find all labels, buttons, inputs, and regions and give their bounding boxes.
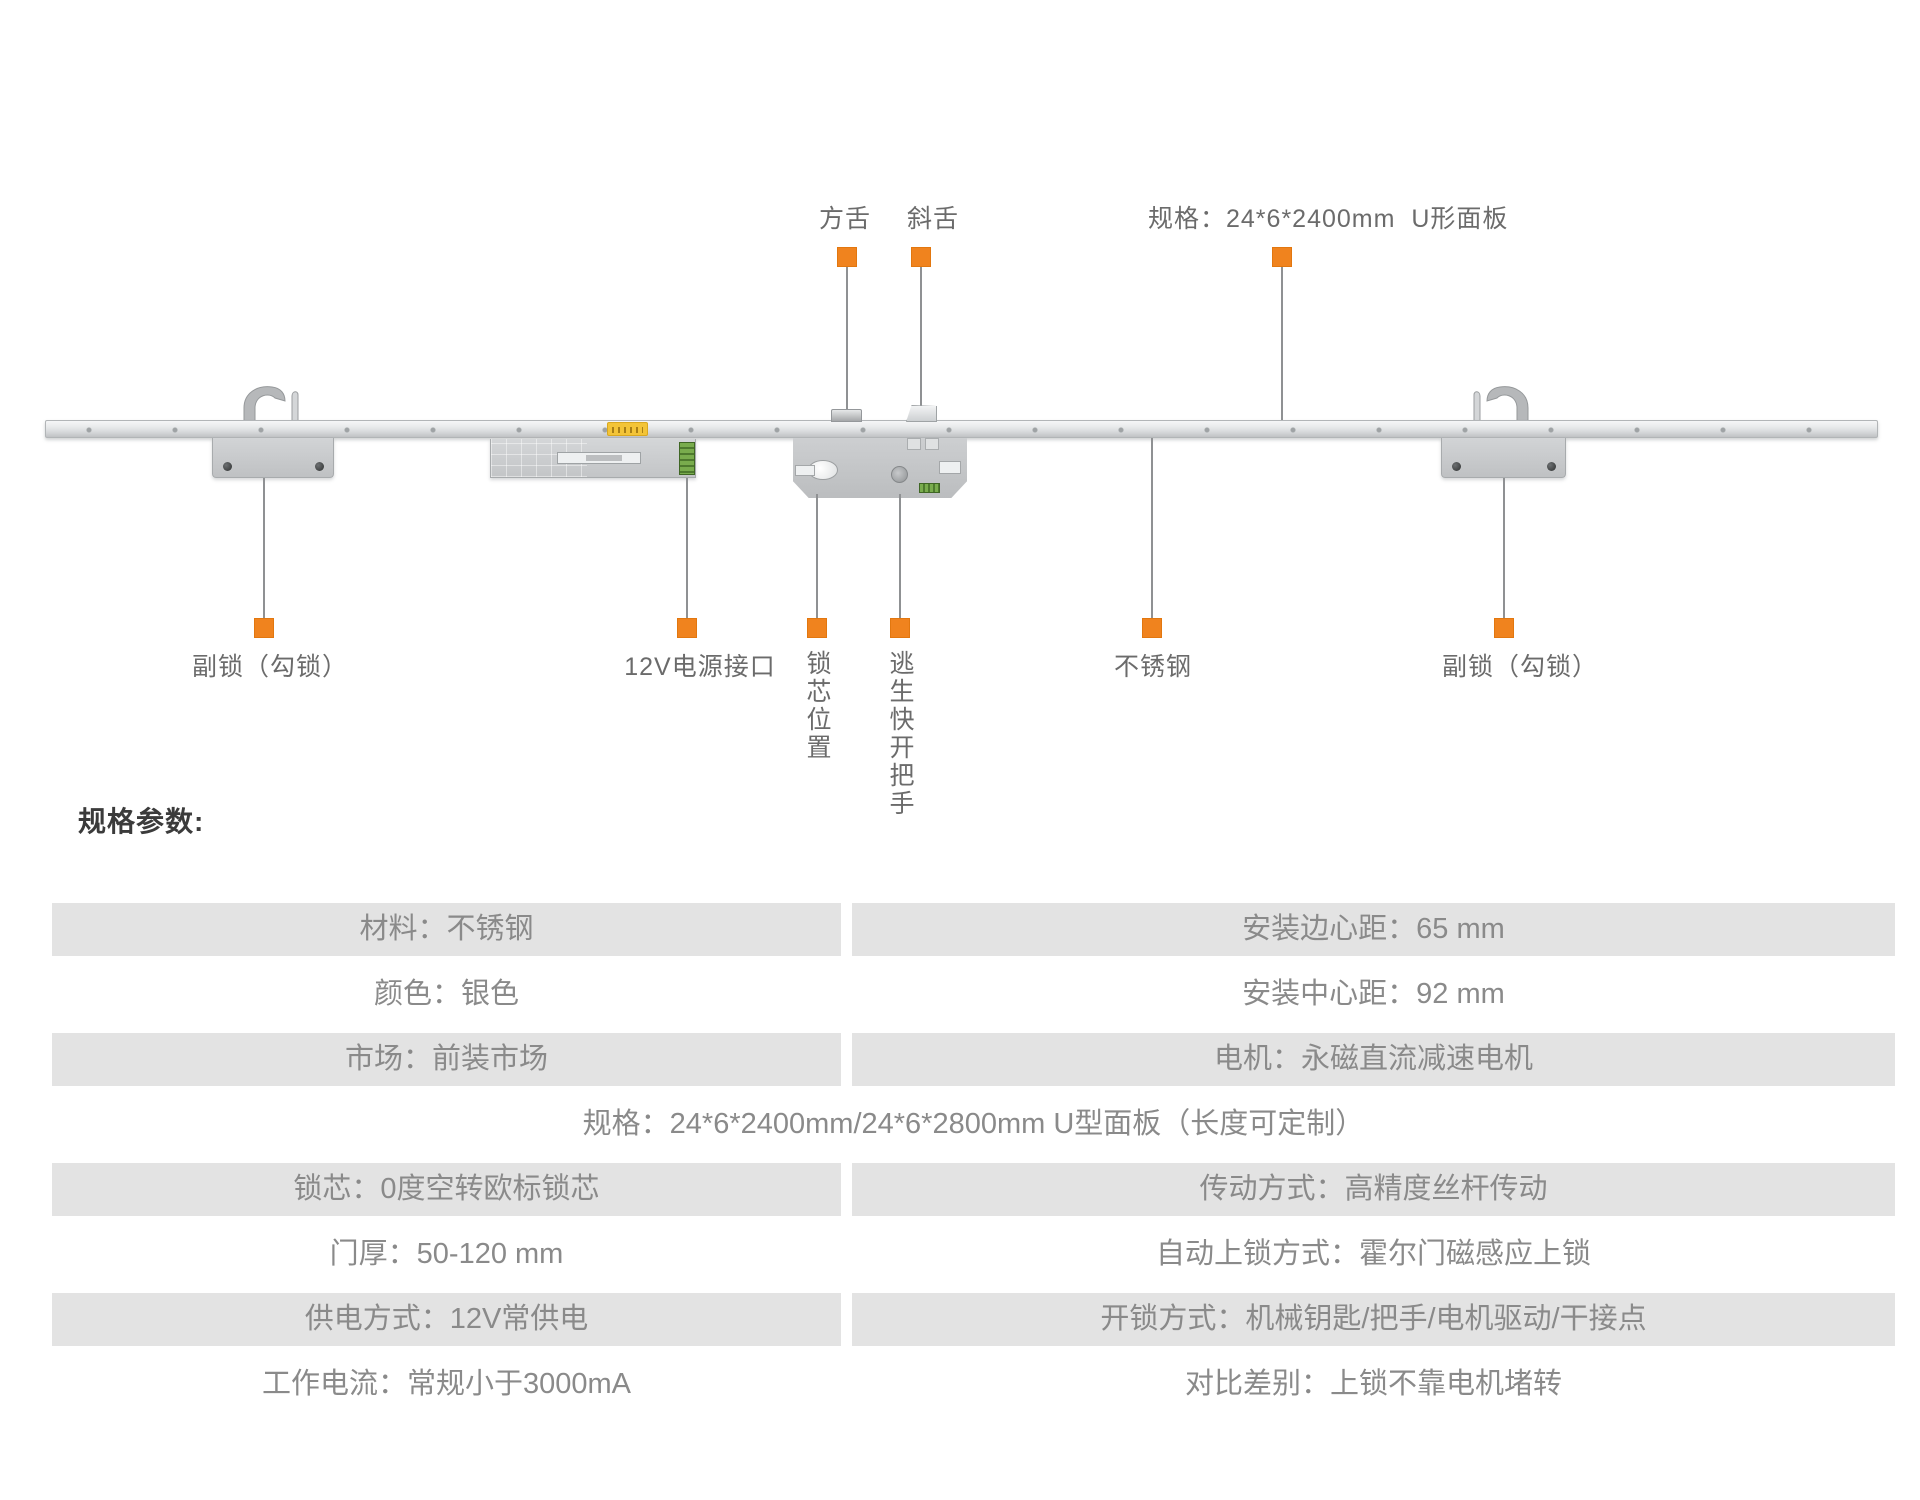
escape-handle-leader-line bbox=[899, 494, 901, 618]
spec-cell-working-current: 工作电流：常规小于3000mA bbox=[261, 1368, 631, 1400]
spec-cell-transmission: 传动方式：高精度丝杆传动 bbox=[852, 1163, 1895, 1216]
spec-cell-power-supply: 供电方式：12V常供电 bbox=[52, 1293, 841, 1346]
side-slot bbox=[939, 461, 961, 474]
stainless-marker-icon bbox=[1142, 618, 1162, 638]
power-port-leader-line bbox=[686, 478, 688, 618]
table-row: 材料：不锈钢 安装边心距：65 mm bbox=[52, 903, 1895, 956]
escape-handle-marker-icon bbox=[890, 618, 910, 638]
screw-icon bbox=[223, 462, 232, 471]
stainless-panel-bar bbox=[45, 420, 1878, 438]
aux-lock-left-marker-icon bbox=[254, 618, 274, 638]
table-row: 锁芯：0度空转欧标锁芯 传动方式：高精度丝杆传动 bbox=[52, 1163, 1895, 1216]
table-row: 工作电流：常规小于3000mA 对比差别：上锁不靠电机堵转 bbox=[52, 1358, 1895, 1411]
aux-lock-left-label: 副锁（勾锁） bbox=[191, 653, 348, 681]
cylinder-position-label: 锁芯位置 bbox=[803, 650, 831, 762]
warning-sticker bbox=[607, 422, 648, 436]
spec-cell-difference: 对比差别：上锁不靠电机堵转 bbox=[1184, 1368, 1562, 1400]
spec-cell-door-thickness: 门厚：50-120 mm bbox=[329, 1238, 564, 1270]
cylinder-position-marker-icon bbox=[807, 618, 827, 638]
drive-slot bbox=[557, 452, 641, 464]
spec-cell-motor: 电机：永磁直流减速电机 bbox=[852, 1033, 1895, 1086]
latch-guide-tab bbox=[907, 438, 921, 450]
aux-lock-right-label: 副锁（勾锁） bbox=[1441, 653, 1598, 681]
spec-cell-unlock-methods: 开锁方式：机械钥匙/把手/电机驱动/干接点 bbox=[852, 1293, 1895, 1346]
stainless-leader-line bbox=[1151, 438, 1153, 618]
aux-lock-right-leader-line bbox=[1503, 478, 1505, 618]
sticker-print bbox=[612, 427, 643, 433]
table-row: 规格：24*6*2400mm/24*6*2800mm U型面板（长度可定制） bbox=[52, 1098, 1895, 1151]
motor-pcb-unit bbox=[490, 439, 696, 478]
main-lock-body bbox=[793, 438, 967, 498]
power-port-label: 12V电源接口 bbox=[624, 653, 776, 681]
square-bolt-label: 方舌 bbox=[818, 205, 871, 233]
latch-bolt-marker-icon bbox=[911, 247, 931, 267]
panel-spec-leader-line bbox=[1281, 267, 1283, 420]
spec-section-title: 规格参数: bbox=[78, 806, 205, 837]
aux-lock-left-body bbox=[212, 438, 334, 478]
screw-icon bbox=[1452, 462, 1461, 471]
escape-handle-label: 逃生快开把手 bbox=[886, 650, 914, 818]
aux-lock-right-marker-icon bbox=[1494, 618, 1514, 638]
latch-guide-tab bbox=[925, 438, 939, 450]
spec-cell-material: 材料：不锈钢 bbox=[52, 903, 841, 956]
screw-icon bbox=[315, 462, 324, 471]
hook-bolt-left-icon bbox=[243, 386, 299, 424]
table-row: 门厚：50-120 mm 自动上锁方式：霍尔门磁感应上锁 bbox=[52, 1228, 1895, 1281]
table-row: 颜色：银色 安装中心距：92 mm bbox=[52, 968, 1895, 1021]
sensor-green-block bbox=[919, 483, 940, 493]
cylinder-position-leader-line bbox=[816, 494, 818, 618]
panel-spec-label: 规格：24*6*2400mm U形面板 bbox=[1148, 205, 1509, 233]
escape-handle-hole bbox=[891, 466, 908, 483]
spec-cell-color: 颜色：银色 bbox=[373, 978, 519, 1010]
spec-cell-edge-distance: 安装边心距：65 mm bbox=[852, 903, 1895, 956]
latch-bolt-leader-line bbox=[920, 267, 922, 409]
power-port-marker-icon bbox=[677, 618, 697, 638]
table-row: 供电方式：12V常供电 开锁方式：机械钥匙/把手/电机驱动/干接点 bbox=[52, 1293, 1895, 1346]
panel-spec-marker-icon bbox=[1272, 247, 1292, 267]
cylinder-slot bbox=[795, 465, 815, 476]
power-terminal-block bbox=[679, 442, 695, 475]
spec-cell-cylinder: 锁芯：0度空转欧标锁芯 bbox=[52, 1163, 841, 1216]
spec-table: 材料：不锈钢 安装边心距：65 mm 颜色：银色 安装中心距：92 mm 市场：… bbox=[52, 903, 1895, 1423]
spec-cell-dimensions: 规格：24*6*2400mm/24*6*2800mm U型面板（长度可定制） bbox=[582, 1108, 1365, 1140]
hook-bolt-right-icon bbox=[1473, 386, 1529, 424]
latch-bolt bbox=[906, 405, 937, 422]
screw-icon bbox=[1547, 462, 1556, 471]
product-diagram: 方舌 斜舌 规格：24*6*2400mm U形面板 bbox=[45, 205, 1878, 818]
stainless-label: 不锈钢 bbox=[1113, 653, 1192, 681]
drive-slot-slider bbox=[586, 455, 622, 461]
spec-cell-center-distance: 安装中心距：92 mm bbox=[1242, 978, 1505, 1010]
square-bolt-marker-icon bbox=[837, 247, 857, 267]
spec-cell-market: 市场：前装市场 bbox=[52, 1033, 841, 1086]
square-bolt-leader-line bbox=[846, 267, 848, 413]
latch-bolt-label: 斜舌 bbox=[906, 205, 959, 233]
spec-cell-auto-lock: 自动上锁方式：霍尔门磁感应上锁 bbox=[1155, 1238, 1591, 1270]
table-row: 市场：前装市场 电机：永磁直流减速电机 bbox=[52, 1033, 1895, 1086]
square-bolt bbox=[831, 409, 862, 422]
aux-lock-left-leader-line bbox=[263, 478, 265, 618]
aux-lock-right-body bbox=[1441, 438, 1566, 478]
